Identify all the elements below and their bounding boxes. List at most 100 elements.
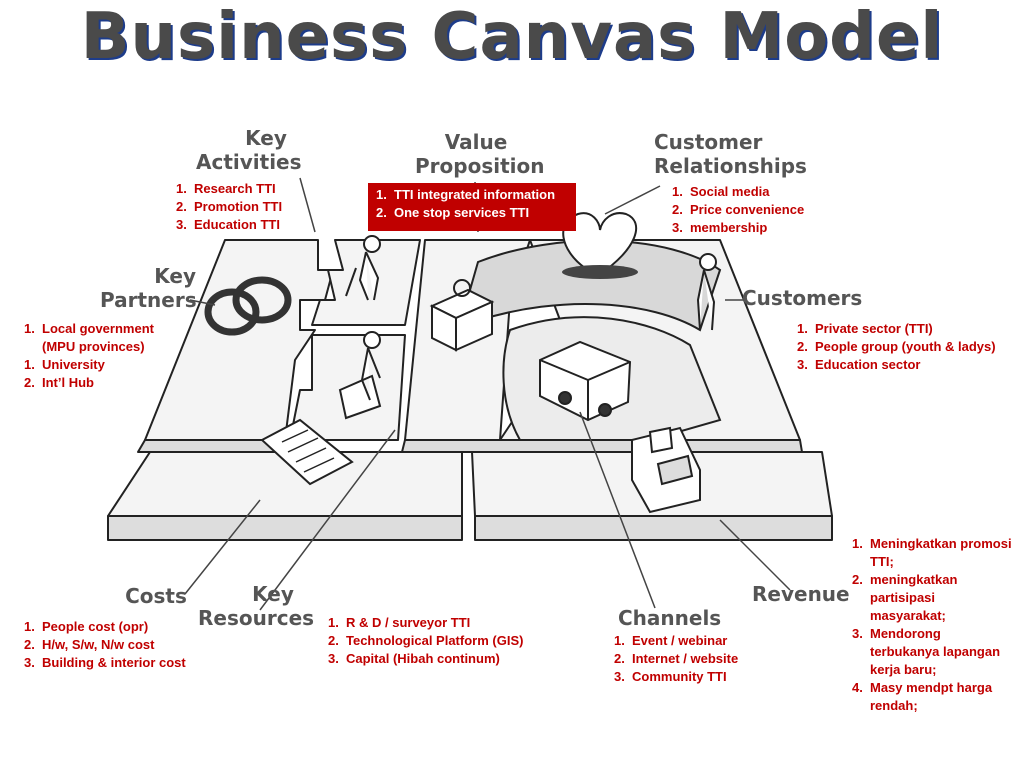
list-item-text: Event / webinar bbox=[632, 633, 728, 648]
header-revenue: Revenue bbox=[752, 582, 850, 606]
document-icon bbox=[260, 418, 354, 486]
list-item: 2.Technological Platform (GIS) bbox=[328, 632, 538, 650]
list-item-number: 2. bbox=[672, 202, 683, 217]
list-item-text: Research TTI bbox=[194, 181, 276, 196]
list-item-text: Community TTI bbox=[632, 669, 727, 684]
rings-icon bbox=[204, 276, 292, 336]
list-item-number: 4. bbox=[852, 680, 863, 695]
header-channels: Channels bbox=[618, 606, 722, 630]
list-item: 3. Education TTI bbox=[176, 216, 326, 234]
list-item-number: 3. bbox=[797, 357, 808, 372]
header-customers: Customers bbox=[742, 286, 863, 310]
header-key-activities: Key Activities bbox=[196, 126, 302, 174]
list-item-text: Masy mendpt harga rendah; bbox=[870, 680, 993, 713]
list-item: 2.Internet / website bbox=[614, 650, 764, 668]
list-item-number: 2. bbox=[376, 205, 387, 220]
list-item-number: 1. bbox=[672, 184, 683, 199]
list-item: 3.Education sector bbox=[797, 356, 1012, 374]
key-resources-list: 1. R & D / surveyor TTI 2.Technological P… bbox=[328, 614, 538, 668]
list-item-number: 2. bbox=[328, 633, 339, 648]
header-value-proposition: Value Proposition bbox=[415, 130, 545, 178]
list-item-text: Meningkatkan promosi TTI; bbox=[870, 536, 1012, 569]
list-item-number: 1. bbox=[797, 321, 808, 336]
customers-list: 1. Private sector (TTI) 2.People group (y… bbox=[797, 320, 1012, 374]
list-item: 3. Building & interior cost bbox=[24, 654, 204, 672]
list-item-number: 3. bbox=[852, 626, 863, 641]
list-item: 1. Social media bbox=[672, 183, 832, 201]
value-proposition-box: 1. TTI integrated information 2. One stop … bbox=[368, 183, 576, 231]
list-item-text: TTI integrated information bbox=[394, 187, 556, 202]
list-item-number: 1. bbox=[328, 615, 339, 630]
header-key-partners: Key Partners bbox=[100, 264, 197, 312]
list-item-text: Private sector (TTI) bbox=[815, 321, 933, 336]
cash-register-icon bbox=[631, 426, 701, 514]
list-item-text: Capital (Hibah continum) bbox=[346, 651, 500, 666]
list-item: 1.University bbox=[24, 356, 164, 374]
list-item-number: 2. bbox=[852, 572, 863, 587]
list-item-text: Social media bbox=[690, 184, 770, 199]
list-item-number: 3. bbox=[328, 651, 339, 666]
header-customer-relationships-line1: Customer bbox=[654, 130, 763, 154]
list-item-number: 3. bbox=[176, 217, 187, 232]
list-item: 3. Capital (Hibah continum) bbox=[328, 650, 538, 668]
value-proposition-list: 1. TTI integrated information 2. One stop … bbox=[368, 186, 576, 222]
list-item-number: 2. bbox=[24, 637, 35, 652]
list-item-number: 1. bbox=[176, 181, 187, 196]
list-item: 3. membership bbox=[672, 219, 832, 237]
list-item-text: Education TTI bbox=[194, 217, 280, 232]
list-item: 1. Research TTI bbox=[176, 180, 326, 198]
list-item-text: R & D / surveyor TTI bbox=[346, 615, 471, 630]
list-item-number: 1. bbox=[24, 357, 35, 372]
header-costs: Costs bbox=[125, 584, 187, 608]
list-item-text: People cost (opr) bbox=[42, 619, 149, 634]
list-item-number: 2. bbox=[176, 199, 187, 214]
list-item-number: 3. bbox=[24, 655, 35, 670]
list-item: 2. H/w, S/w, N/w cost bbox=[24, 636, 204, 654]
list-item: 2.People group (youth & ladys) bbox=[797, 338, 1012, 356]
list-item: 1.Meningkatkan promosi TTI; bbox=[852, 535, 1012, 571]
list-item: 2. Promotion TTI bbox=[176, 198, 326, 216]
list-item-text: Internet / website bbox=[632, 651, 739, 666]
page-title: Business Canvas Model bbox=[80, 0, 944, 74]
header-key-partners-line1: Key bbox=[154, 264, 196, 288]
list-item: 2. One stop services TTI bbox=[376, 204, 576, 222]
list-item-text: H/w, S/w, N/w cost bbox=[42, 637, 155, 652]
header-key-resources: Key Resources bbox=[198, 582, 314, 630]
list-item: 1. R & D / surveyor TTI bbox=[328, 614, 538, 632]
header-value-proposition-line2: Proposition bbox=[415, 154, 545, 178]
header-value-proposition-line1: Value bbox=[444, 130, 508, 154]
list-item-text: Promotion TTI bbox=[194, 199, 283, 214]
list-item: 1. Event / webinar bbox=[614, 632, 764, 650]
list-item-text: membership bbox=[690, 220, 768, 235]
header-customer-relationships: Customer Relationships bbox=[654, 130, 807, 178]
list-item-number: 1. bbox=[24, 619, 35, 634]
list-item-text: Price convenience bbox=[690, 202, 805, 217]
revenue-list: 1.Meningkatkan promosi TTI; 2.meningkatk… bbox=[852, 535, 1012, 715]
channels-list: 1. Event / webinar 2.Internet / website 3… bbox=[614, 632, 764, 686]
list-item-text: Int’l Hub bbox=[42, 375, 94, 390]
header-key-partners-line2: Partners bbox=[100, 288, 197, 312]
list-item-number: 3. bbox=[614, 669, 625, 684]
list-item: 2. Price convenience bbox=[672, 201, 832, 219]
list-item: 1. Private sector (TTI) bbox=[797, 320, 1012, 338]
list-item-number: 3. bbox=[672, 220, 683, 235]
list-item: 3. Community TTI bbox=[614, 668, 764, 686]
truck-icon bbox=[539, 340, 632, 422]
list-item-text: Local government (MPU provinces) bbox=[42, 321, 154, 354]
key-partners-list: 1. Local government (MPU provinces) 1.Uni… bbox=[24, 320, 164, 392]
list-item-text: Building & interior cost bbox=[42, 655, 186, 670]
list-item-number: 2. bbox=[797, 339, 808, 354]
list-item: 4. Masy mendpt harga rendah; bbox=[852, 679, 1012, 715]
person-icon bbox=[338, 235, 717, 420]
list-item-number: 1. bbox=[376, 187, 387, 202]
header-key-activities-line2: Activities bbox=[196, 150, 302, 174]
list-item-number: 1. bbox=[614, 633, 625, 648]
list-item-number: 1. bbox=[24, 321, 35, 336]
gift-icon bbox=[429, 279, 495, 352]
costs-list: 1. People cost (opr) 2. H/w, S/w, N/w cost… bbox=[24, 618, 204, 672]
list-item-text: One stop services TTI bbox=[394, 205, 530, 220]
list-item-text: Mendorong terbukanya lapangan kerja baru… bbox=[870, 626, 1001, 677]
header-key-resources-line1: Key bbox=[252, 582, 294, 606]
list-item: 1. TTI integrated information bbox=[376, 186, 576, 204]
